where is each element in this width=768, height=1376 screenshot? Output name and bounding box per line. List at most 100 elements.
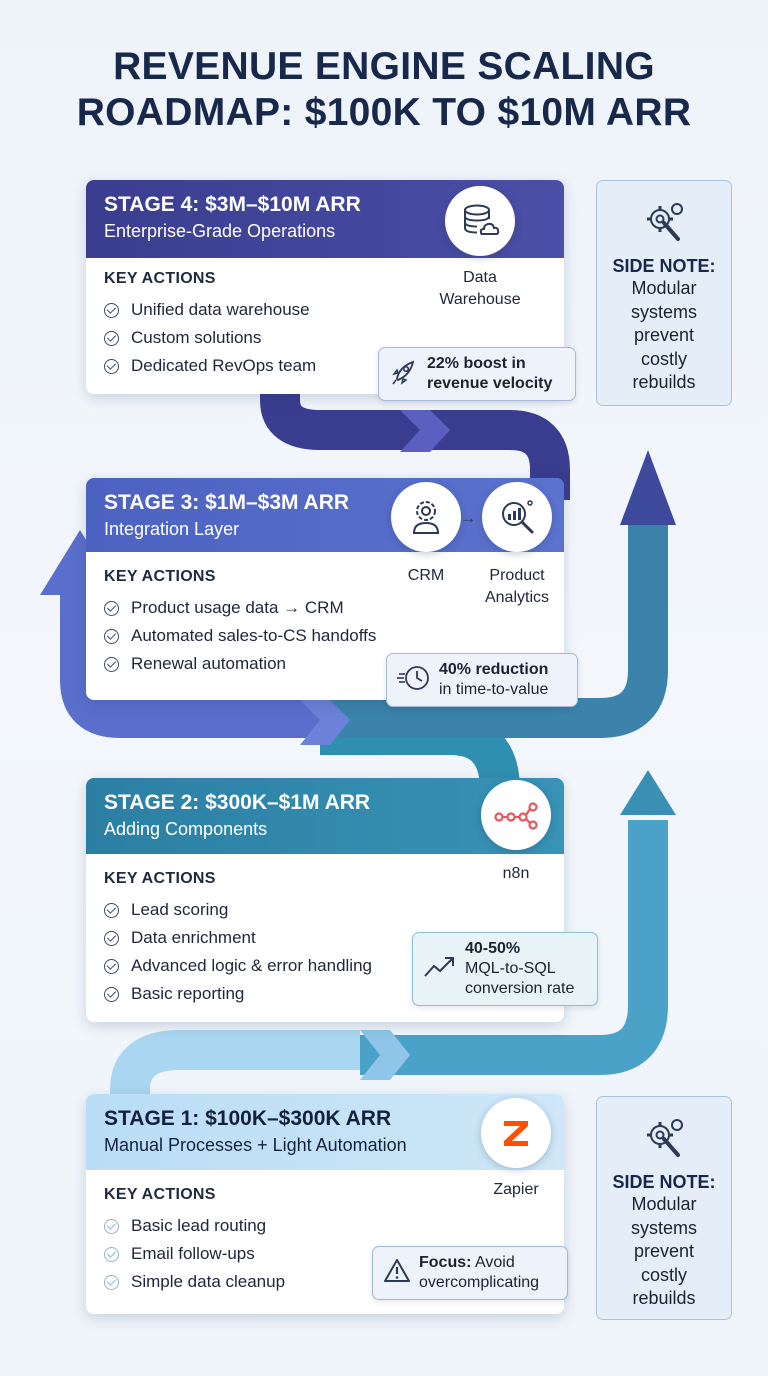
side-note-text: Modular systems prevent costly rebuilds: [630, 1194, 697, 1308]
stage2-tool-label: n8n: [502, 865, 530, 882]
stage2-key-actions-heading: KEY ACTIONS: [104, 870, 216, 887]
check-circle-icon: [104, 1218, 119, 1234]
stage3-tool-analytics: Product Analytics: [472, 482, 562, 608]
check-circle-icon: [104, 628, 119, 644]
stage1-key-actions-heading: KEY ACTIONS: [104, 1186, 216, 1203]
stage4-title: STAGE 4: $3M–$10M ARR: [104, 193, 361, 216]
side-note-heading: SIDE NOTE:: [612, 256, 716, 276]
side-note-text: Modular systems prevent costly rebuilds: [630, 278, 697, 392]
stage3-tool-analytics-label-2: Analytics: [484, 589, 550, 606]
stage2-action: Basic reporting: [104, 980, 546, 1008]
stage1-tool: Zapier: [481, 1098, 551, 1200]
stage3-action: Renewal automation: [104, 650, 546, 678]
arrow-head-right-lower: [620, 770, 676, 815]
stage2-tool: n8n: [481, 780, 551, 884]
stage2-metric-text-2: conversion rate: [465, 980, 575, 997]
ribbon-stage3-4: [260, 390, 570, 500]
stage4-card: STAGE 4: $3M–$10M ARR Enterprise-Grade O…: [86, 180, 576, 401]
stage4-body: KEY ACTIONS Unified data warehouse Custo…: [86, 258, 564, 392]
stage4-action: Custom solutions: [104, 324, 546, 352]
stage3-action: Product usage data → CRM: [104, 594, 546, 622]
stage4-tool: Data Warehouse: [424, 186, 536, 310]
trend-up-icon: [423, 954, 457, 985]
stage2-action: Lead scoring: [104, 896, 546, 924]
ribbon-chevron-upper: [400, 410, 450, 452]
warning-icon: [383, 1258, 411, 1289]
check-circle-icon: [104, 656, 119, 672]
check-circle-icon: [104, 958, 119, 974]
stage1-body: KEY ACTIONS Basic lead routing Email fol…: [86, 1170, 564, 1308]
check-circle-icon: [104, 358, 119, 374]
stage2-card: STAGE 2: $300K–$1M ARR Adding Components…: [86, 778, 598, 1022]
zapier-logo-icon: [481, 1098, 551, 1168]
stage2-metric: 40-50% MQL-to-SQL conversion rate: [412, 932, 598, 1006]
check-circle-icon: [104, 600, 119, 616]
stage3-subtitle: Integration Layer: [104, 519, 240, 539]
ribbon-chevron-lower: [360, 1030, 410, 1080]
stage3-tool-crm: CRM: [386, 482, 466, 586]
stage4-metric: 22% boost in revenue velocity: [378, 347, 576, 401]
stage1-metric-text-b: overcomplicating: [419, 1274, 540, 1291]
stage4-metric-text: revenue velocity: [427, 375, 553, 392]
stage1-card: STAGE 1: $100K–$300K ARR Manual Processe…: [86, 1094, 568, 1314]
n8n-logo-icon: [481, 780, 551, 850]
ribbon-stage3-left: [60, 590, 320, 738]
stage1-action: Basic lead routing: [104, 1212, 546, 1240]
gear-wrench-icon: [597, 1115, 731, 1164]
gear-wrench-icon: [597, 199, 731, 248]
stage3-metric: 40% reduction in time-to-value: [386, 653, 578, 707]
stage4-tool-label-1: Data: [463, 269, 497, 286]
page-title: REVENUE ENGINE SCALING ROADMAP: $100K TO…: [0, 44, 768, 136]
title-line-1: REVENUE ENGINE SCALING: [113, 45, 655, 88]
stage3-metric-bold: 40% reduction: [439, 661, 549, 678]
arrow-right-icon: →: [460, 510, 476, 527]
ribbon-chevron-mid: [300, 700, 350, 745]
ribbon-stage1-2: [110, 1030, 360, 1110]
title-line-2: ROADMAP: $100K TO $10M ARR: [76, 91, 692, 134]
side-note-heading: SIDE NOTE:: [612, 1172, 716, 1192]
stage2-action: Advanced logic & error handling: [104, 952, 546, 980]
stage2-metric-bold: 40-50%: [465, 940, 521, 957]
stage1-subtitle: Manual Processes + Light Automation: [104, 1135, 407, 1155]
check-circle-icon: [104, 330, 119, 346]
stage2-action: Data enrichment: [104, 924, 546, 952]
stage1-action: Email follow-ups: [104, 1240, 546, 1268]
stage3-tool-analytics-label-1: Product: [489, 567, 545, 584]
stage3-card: STAGE 3: $1M–$3M ARR Integration Layer K…: [86, 478, 578, 707]
stage1-title: STAGE 1: $100K–$300K ARR: [104, 1107, 392, 1130]
stage2-body: KEY ACTIONS Lead scoring Data enrichment…: [86, 854, 564, 1020]
stage1-action: Simple data cleanup: [104, 1268, 546, 1296]
arrow-head-right-upper: [620, 450, 676, 525]
stage3-title: STAGE 3: $1M–$3M ARR: [104, 491, 350, 514]
stage4-action: Unified data warehouse: [104, 296, 546, 324]
stage1-metric-text-a: Avoid: [475, 1254, 515, 1271]
stage2-subtitle: Adding Components: [104, 819, 268, 839]
crm-gear-person-icon: [391, 482, 461, 552]
stage1-tool-label: Zapier: [493, 1181, 539, 1198]
check-circle-icon: [104, 1246, 119, 1262]
stage1-metric: Focus: Avoid overcomplicating: [372, 1246, 568, 1300]
check-circle-icon: [104, 302, 119, 318]
stage3-tool-crm-label: CRM: [407, 567, 445, 584]
check-circle-icon: [104, 1274, 119, 1290]
side-note-bottom: SIDE NOTE: Modular systems prevent costl…: [596, 1096, 732, 1320]
stage3-action: Automated sales-to-CS handoffs: [104, 622, 546, 650]
check-circle-icon: [104, 902, 119, 918]
stage3-metric-text: in time-to-value: [439, 681, 549, 698]
ribbon-stage2-right: [360, 820, 668, 1075]
stage4-metric-bold: 22% boost in: [427, 355, 526, 372]
side-note-top: SIDE NOTE: Modular systems prevent costl…: [596, 180, 732, 406]
stage4-action: Dedicated RevOps team: [104, 352, 546, 380]
check-circle-icon: [104, 930, 119, 946]
database-cloud-icon: [445, 186, 515, 256]
clock-icon: [397, 663, 431, 698]
stage4-subtitle: Enterprise-Grade Operations: [104, 221, 336, 241]
stage3-key-actions-heading: KEY ACTIONS: [104, 568, 216, 585]
stage4-key-actions-heading: KEY ACTIONS: [104, 270, 216, 287]
analytics-magnifier-icon: [482, 482, 552, 552]
stage2-metric-text-1: MQL-to-SQL: [465, 960, 556, 977]
stage2-title: STAGE 2: $300K–$1M ARR: [104, 791, 371, 814]
stage3-body: KEY ACTIONS Product usage data → CRM Aut…: [86, 552, 564, 690]
stage1-metric-bold: Focus:: [419, 1254, 472, 1271]
